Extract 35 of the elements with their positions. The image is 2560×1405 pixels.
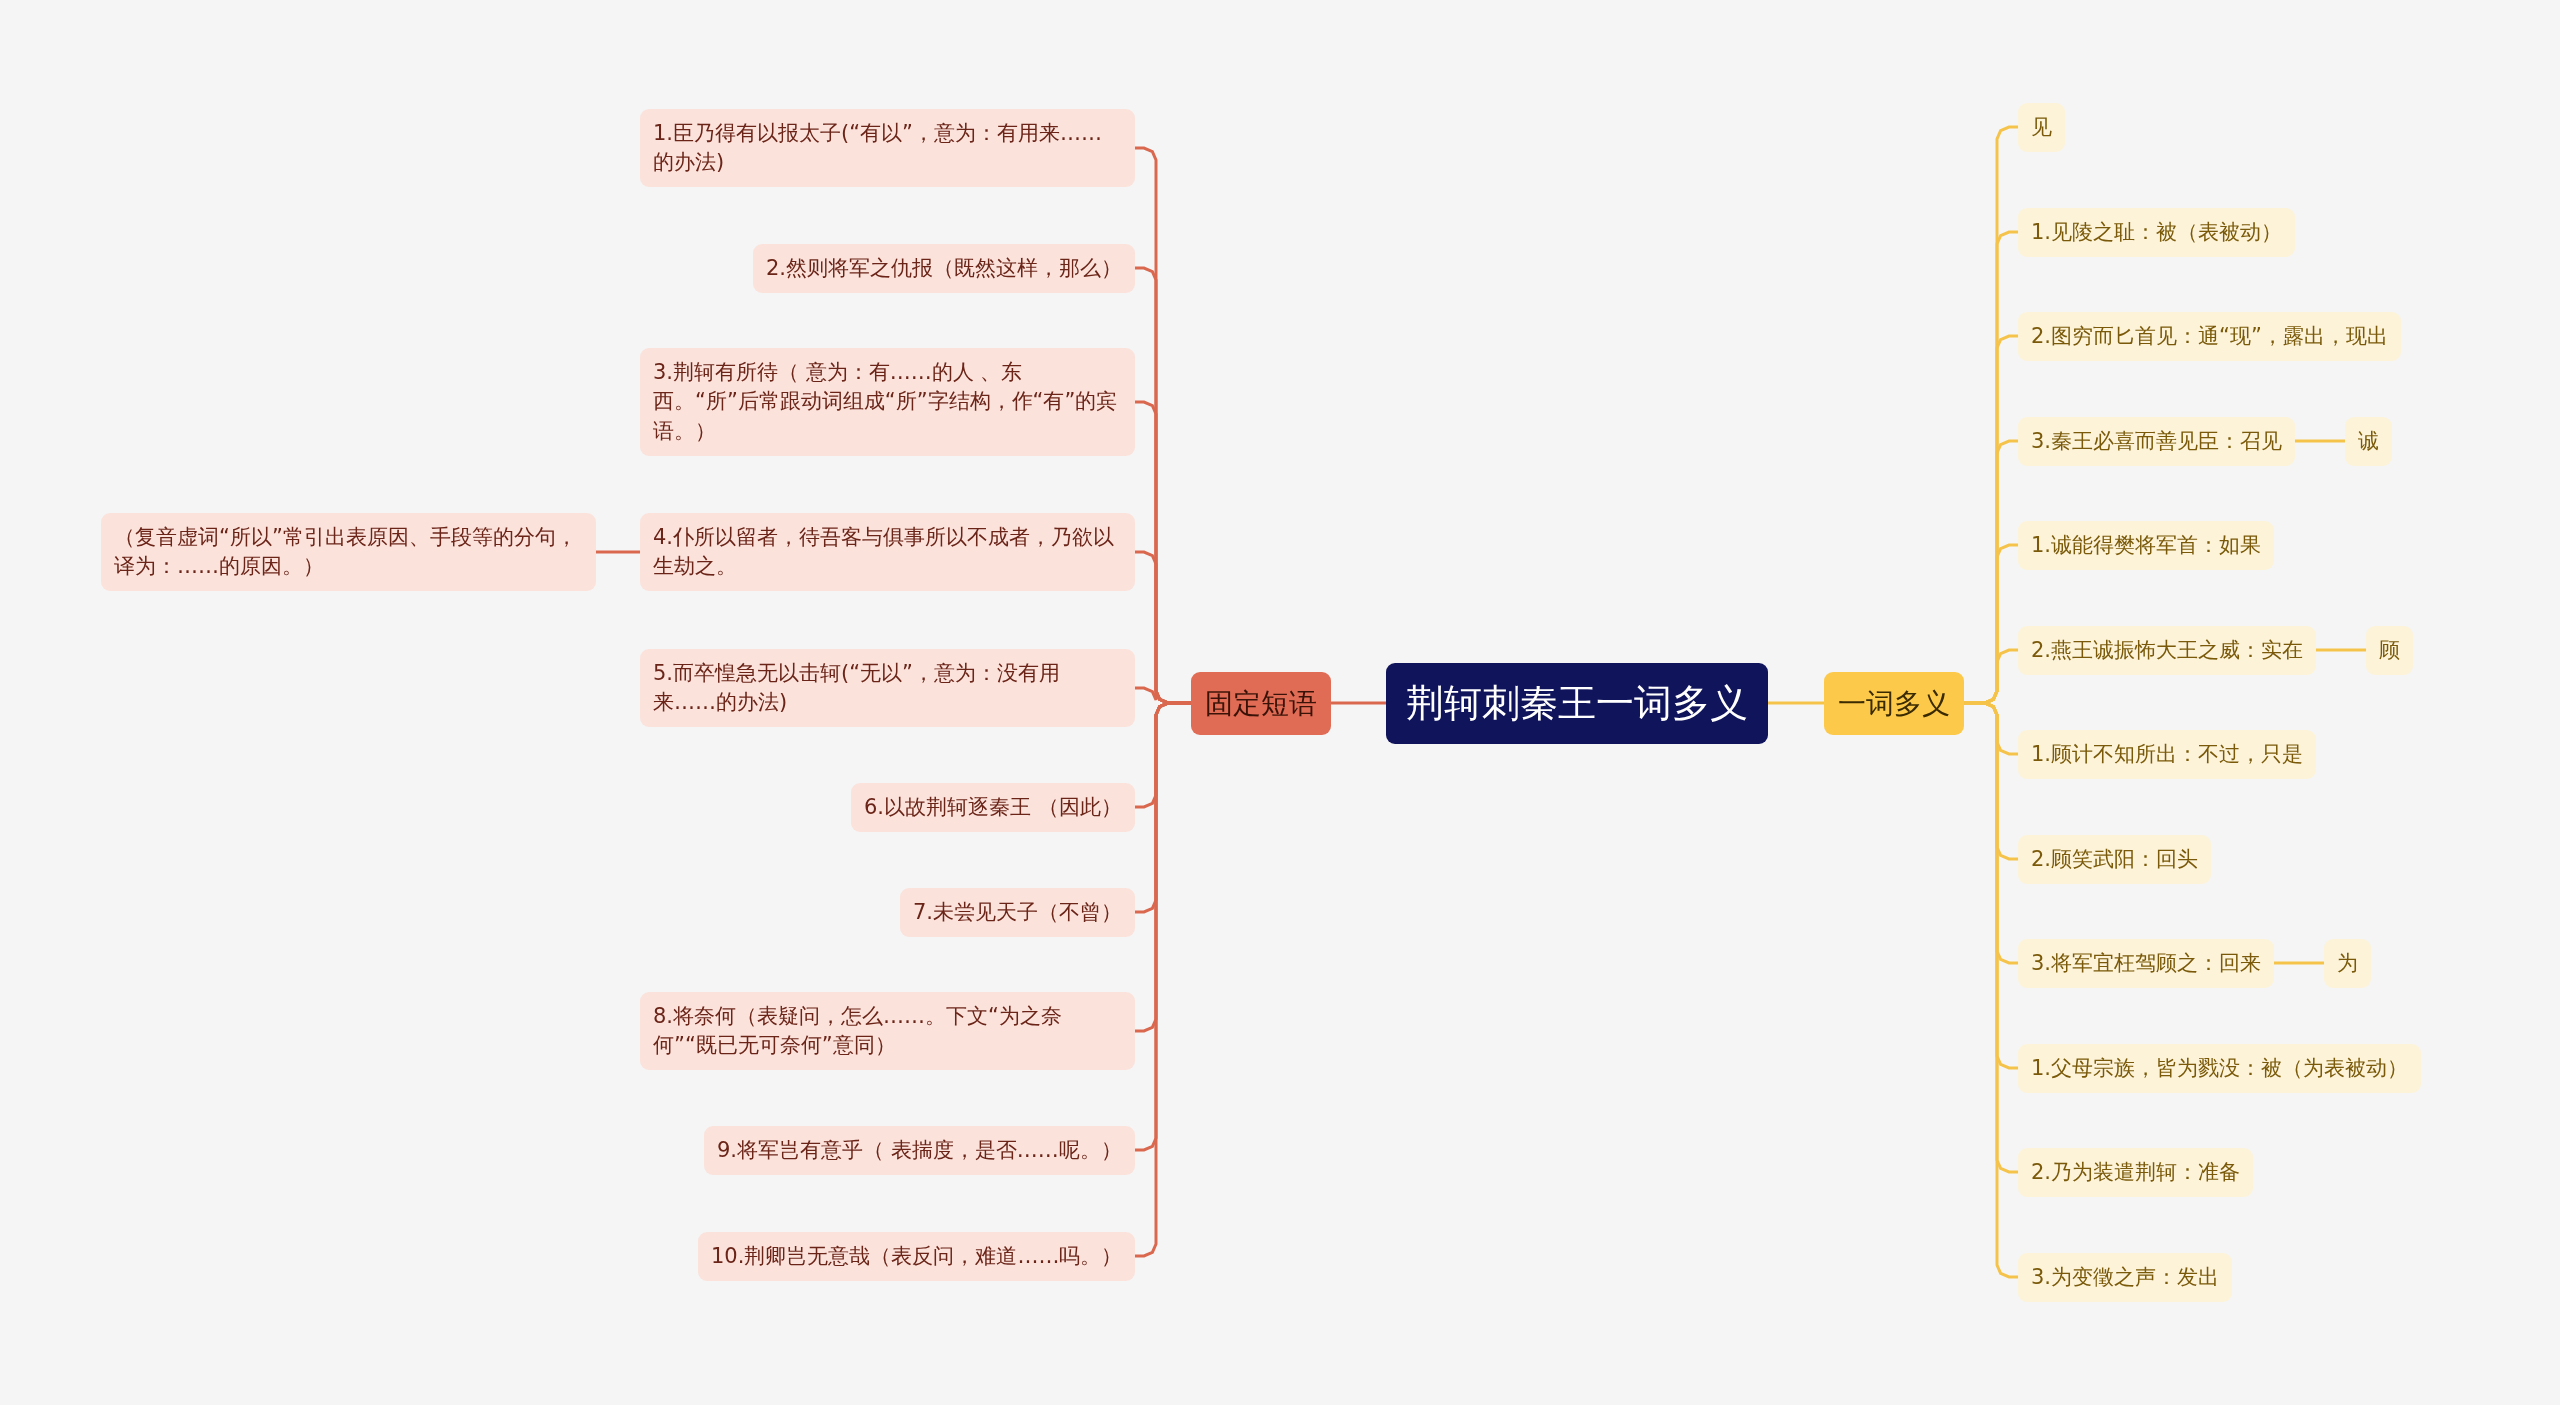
connector-line — [1768, 701, 1824, 705]
subtopic-box: 2.燕王诚振怖大王之威：实在 — [2018, 625, 2317, 675]
subtopic-box: 2.然则将军之仇报（既然这样，那么） — [753, 243, 1136, 293]
subtopic-box: 3.荆轲有所待（ 意为：有……的人 、东西。“所”后常跟动词组成“所”字结构，作“有”的宾语。） — [640, 348, 1135, 457]
subtopic-box: 2.图穷而匕首见：通“现”，露出，现出 — [2018, 311, 2401, 361]
subtopic-box: 10.荆卿岂无意哉（表反问，难道……吗。） — [698, 1231, 1136, 1281]
branch-topic: 一词多义 — [1824, 671, 1964, 735]
subtopic-box: 6.以故荆轲逐秦王 （因此） — [851, 782, 1135, 832]
subtopic-box: 1.见陵之耻：被（表被动） — [2018, 207, 2296, 257]
branch-topic: 固定短语 — [1191, 671, 1331, 735]
connector-line — [2316, 648, 2366, 652]
subtopic-box: 8.将奈何（表疑问，怎么……。下文“为之奈何”“既已无可奈何”意同） — [640, 991, 1135, 1071]
subtopic-box: 4.仆所以留者，待吾客与俱事所以不成者，乃欲以生劫之。 — [640, 512, 1135, 592]
subtopic-box: 1.臣乃得有以报太子(“有以”，意为：有用来……的办法) — [640, 108, 1135, 188]
subtopic-box: 1.顾计不知所出：不过，只是 — [2018, 729, 2317, 779]
subtopic-box: 顾 — [2366, 625, 2413, 675]
connector-line — [1331, 701, 1386, 705]
connector-line — [2274, 961, 2324, 965]
subtopic-box: 1.诚能得樊将军首：如果 — [2018, 520, 2275, 570]
subtopic-box: 5.而卒惶急无以击轲(“无以”，意为：没有用来……的办法) — [640, 648, 1135, 728]
subtopic-box: 见 — [2018, 102, 2065, 152]
subtopic-box: 7.未尝见天子（不曾） — [900, 887, 1136, 937]
central-topic: 荆轲刺秦王一词多义 — [1386, 662, 1768, 744]
subtopic-box: 3.秦王必喜而善见臣：召见 — [2018, 416, 2296, 466]
subtopic-box: 诚 — [2345, 416, 2392, 466]
subtopic-box: 3.将军宜枉驾顾之：回来 — [2018, 938, 2275, 988]
subtopic-box: 2.顾笑武阳：回头 — [2018, 834, 2212, 884]
connector-line — [596, 550, 640, 554]
subtopic-box: 9.将军岂有意乎（ 表揣度，是否……呢。） — [704, 1125, 1135, 1175]
subtopic-box: （复音虚词“所以”常引出表原因、手段等的分句，译为：……的原因。） — [101, 512, 596, 592]
subtopic-box: 3.为变徵之声：发出 — [2018, 1252, 2233, 1302]
subtopic-box: 为 — [2324, 938, 2371, 988]
connector-line — [2295, 439, 2345, 443]
subtopic-box: 1.父母宗族，皆为戮没：被（为表被动） — [2018, 1043, 2422, 1093]
subtopic-box: 2.乃为装遣荆轲：准备 — [2018, 1147, 2254, 1197]
